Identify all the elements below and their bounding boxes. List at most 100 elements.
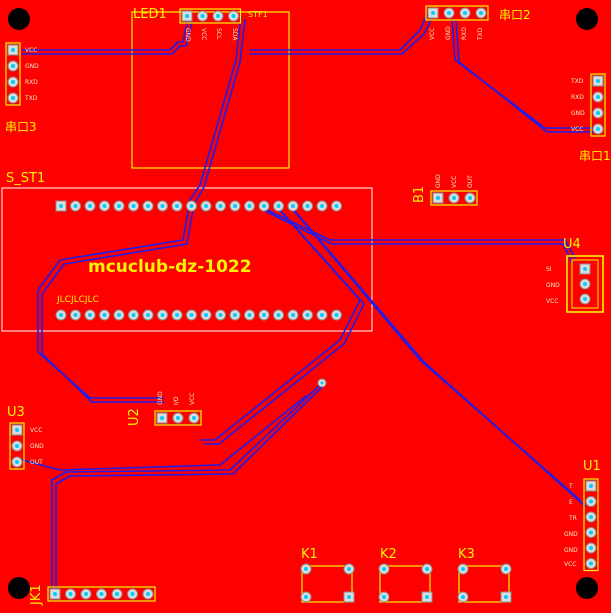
copper-track bbox=[21, 21, 193, 55]
drill-hole bbox=[11, 80, 15, 84]
u2-header-silk bbox=[154, 410, 202, 426]
drill-hole bbox=[276, 313, 281, 317]
designator-led1: LED1 bbox=[133, 7, 167, 22]
drill-hole bbox=[218, 204, 223, 208]
b1-header bbox=[430, 190, 478, 206]
drill-hole bbox=[59, 204, 63, 208]
drill-hole bbox=[589, 546, 593, 550]
drill-hole bbox=[189, 313, 194, 317]
pin-label: VCC bbox=[189, 392, 196, 405]
tactile-switch-k3 bbox=[457, 563, 512, 603]
drill-hole bbox=[117, 313, 121, 317]
pin-label: I/O bbox=[173, 396, 180, 405]
drill-hole bbox=[146, 313, 150, 317]
board-model-text: mcuclub-dz-1022 bbox=[88, 257, 252, 277]
drill-hole bbox=[382, 567, 386, 571]
drill-hole bbox=[276, 204, 281, 208]
designator-u3: U3 bbox=[7, 405, 25, 420]
drill-hole bbox=[11, 96, 15, 100]
drill-hole bbox=[218, 313, 223, 317]
drill-hole bbox=[589, 530, 593, 535]
u1-header bbox=[583, 478, 599, 572]
drill-hole bbox=[247, 313, 252, 317]
drill-hole bbox=[461, 567, 465, 571]
drill-hole bbox=[160, 416, 164, 420]
drill-hole bbox=[304, 595, 308, 599]
pin-label: VCC bbox=[25, 47, 38, 54]
serial2-header bbox=[425, 5, 489, 21]
designator-u1: U1 bbox=[583, 459, 601, 474]
pin-label: GND bbox=[571, 110, 585, 117]
drill-hole bbox=[176, 416, 180, 420]
u3-header bbox=[9, 422, 25, 470]
pin-label: VCC bbox=[451, 175, 458, 188]
drill-hole bbox=[84, 592, 88, 596]
drill-hole bbox=[382, 595, 386, 599]
copper-track bbox=[21, 16, 189, 51]
drill-hole bbox=[204, 204, 208, 208]
drill-hole bbox=[596, 111, 600, 115]
drill-hole bbox=[305, 204, 310, 208]
drill-hole bbox=[11, 64, 15, 68]
drill-hole bbox=[334, 204, 339, 208]
designator-serial1: 串口1 bbox=[579, 149, 611, 163]
s-st1-pins bbox=[55, 200, 342, 321]
drill-hole bbox=[117, 204, 121, 208]
drill-hole bbox=[99, 592, 104, 596]
drill-hole bbox=[216, 14, 220, 18]
drill-hole bbox=[200, 14, 205, 18]
pin-label: VCC bbox=[30, 427, 43, 434]
serial3-header bbox=[5, 42, 21, 106]
drill-hole bbox=[189, 204, 194, 208]
drill-hole bbox=[589, 561, 593, 566]
drill-hole bbox=[463, 11, 467, 15]
copper-track bbox=[249, 19, 432, 55]
drill-hole bbox=[320, 204, 324, 208]
copper-track bbox=[249, 14, 428, 51]
switch-silk bbox=[301, 565, 353, 603]
drill-hole bbox=[233, 204, 237, 208]
pin-label: RXD bbox=[25, 79, 38, 86]
mounting-hole bbox=[576, 8, 598, 30]
pin-label: T bbox=[569, 483, 573, 490]
copper-track bbox=[41, 19, 246, 403]
drill-hole bbox=[334, 313, 339, 317]
u1-header-silk bbox=[583, 478, 599, 572]
pin-label: GND bbox=[546, 282, 560, 289]
drill-hole bbox=[447, 11, 451, 15]
mounting-hole bbox=[576, 577, 598, 599]
drill-hole bbox=[160, 313, 165, 317]
drill-hole bbox=[204, 313, 208, 317]
designator-serial3: 串口3 bbox=[5, 120, 37, 134]
drill-hole bbox=[88, 313, 92, 317]
pin-label: OUT bbox=[30, 459, 43, 466]
copper-track bbox=[293, 209, 586, 507]
drill-hole bbox=[262, 204, 266, 208]
pin-label: VCC bbox=[429, 27, 436, 40]
drill-hole bbox=[589, 515, 593, 519]
pin-label: GND bbox=[157, 391, 164, 405]
drill-hole bbox=[583, 282, 587, 286]
designator-u4: U4 bbox=[563, 237, 581, 252]
drill-hole bbox=[320, 381, 324, 385]
tactile-switch-k2 bbox=[378, 563, 433, 603]
jlc-marker-text: JLCJLCJLC bbox=[57, 295, 99, 305]
designator-b1: B1 bbox=[412, 185, 427, 203]
drill-hole bbox=[304, 567, 308, 571]
drill-hole bbox=[305, 313, 310, 317]
jk1-header-silk bbox=[47, 586, 156, 602]
pin-label: SI bbox=[546, 266, 552, 273]
drill-hole bbox=[11, 48, 15, 52]
copper-track bbox=[21, 395, 307, 471]
pin-label: GND bbox=[435, 174, 442, 188]
components bbox=[5, 5, 606, 603]
drill-hole bbox=[291, 313, 295, 317]
u3-header-silk bbox=[9, 422, 25, 470]
drill-hole bbox=[130, 592, 135, 596]
drill-hole bbox=[431, 11, 435, 15]
drill-hole bbox=[146, 204, 150, 208]
drill-hole bbox=[73, 313, 78, 317]
tactile-switch-k1 bbox=[300, 563, 355, 603]
pin-label: TXD bbox=[25, 95, 38, 102]
